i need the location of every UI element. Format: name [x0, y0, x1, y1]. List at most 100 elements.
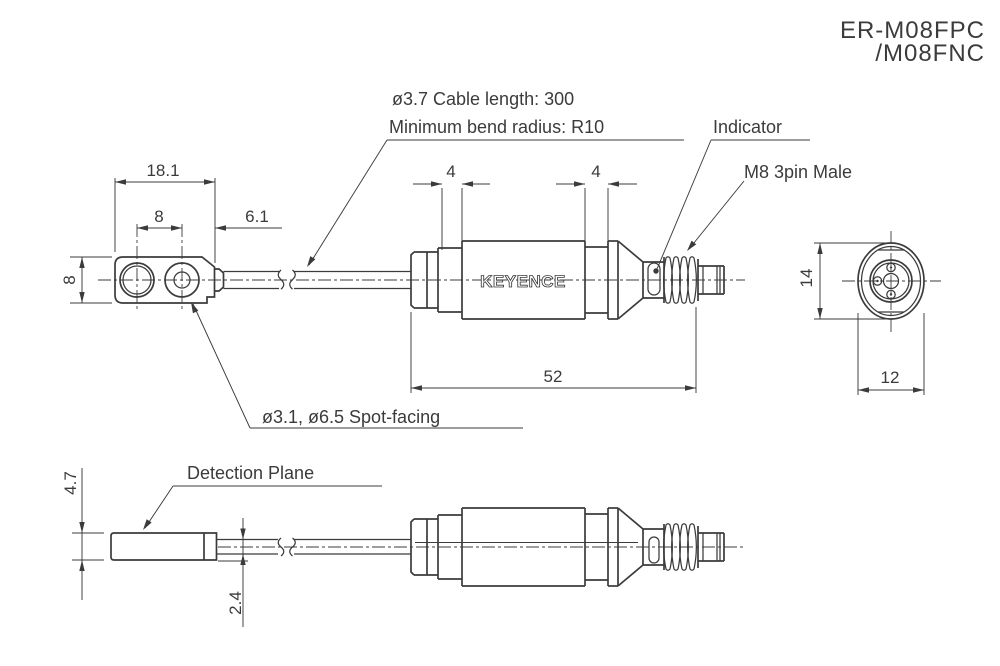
detection-plane-leader-arrow	[143, 519, 152, 530]
indicator-leader-line	[656, 139, 712, 270]
pin-left	[872, 276, 883, 286]
dim-arrow	[608, 181, 619, 187]
dim-cable-exit-thickness: 2.4	[226, 591, 245, 615]
detection-plane-leader-line	[144, 485, 174, 529]
dim-groove-rear: 4	[591, 162, 600, 181]
model-number-line1: ER-M08FPC	[840, 17, 985, 44]
connector-top	[642, 256, 725, 304]
dim-connector-height: 14	[797, 269, 816, 288]
dim-arrow	[858, 387, 869, 393]
spot-facing-leader-arrow	[191, 302, 199, 314]
dim-arrow	[411, 385, 422, 391]
taper-line	[617, 297, 644, 320]
indicator-label: Indicator	[713, 117, 782, 137]
dim-arrow	[215, 225, 226, 231]
dim-arrow	[79, 522, 85, 533]
connector-shroud-outer	[869, 259, 913, 303]
thread-ridge	[679, 523, 689, 571]
dim-arrow	[817, 243, 823, 254]
gland-end	[410, 251, 415, 309]
cable-side	[216, 537, 411, 557]
center-pin	[882, 272, 900, 290]
dim-hole-pitch: 8	[154, 207, 163, 226]
connector-leader-arrow	[687, 240, 697, 251]
side-view-dimensions: 4.7 2.4	[61, 468, 248, 627]
model-number-line2: /M08FNC	[875, 40, 985, 67]
cable-note-line1: ø3.7 Cable length: 300	[392, 89, 574, 109]
dim-body-length: 52	[544, 367, 563, 386]
dim-head-thickness: 4.7	[61, 471, 80, 495]
pin-bottom	[886, 289, 896, 300]
indicator-window	[647, 262, 661, 296]
thread-ridge	[687, 256, 697, 304]
connector-face-inner	[860, 245, 922, 317]
dim-arrow	[240, 528, 246, 540]
thread-ridge	[679, 256, 689, 304]
pin-dot	[876, 279, 879, 283]
connector-side	[642, 523, 725, 571]
detection-plane-label: Detection Plane	[187, 463, 314, 483]
indicator-slot-side	[648, 536, 660, 564]
connector-leader-line	[688, 180, 745, 250]
top-view-dimensions: 18.1 8 6.1 8 4	[60, 161, 697, 393]
cable-break-mark	[277, 269, 285, 290]
body-side	[410, 507, 644, 587]
dim-head-width: 18.1	[146, 161, 179, 180]
connector-face-outer	[857, 242, 925, 320]
thread-ridge	[671, 523, 681, 571]
thread-ridge	[663, 523, 673, 571]
taper-line	[617, 240, 644, 263]
dim-arrow	[240, 554, 246, 565]
gland-end	[410, 518, 415, 576]
dim-arrow	[115, 179, 126, 185]
dim-arrow	[171, 225, 182, 231]
dim-arrow	[79, 560, 85, 571]
cable-break-mark	[277, 537, 285, 557]
pin-top	[886, 262, 896, 273]
dim-arrow	[817, 308, 823, 319]
cable-leader-line	[308, 139, 388, 266]
thread-ridge	[663, 256, 673, 304]
cable-break-mark	[289, 269, 296, 290]
dim-head-to-cable: 6.1	[245, 207, 269, 226]
taper-line	[617, 507, 644, 530]
sensor-head-side-outline	[110, 532, 218, 561]
thread-ridge	[687, 523, 697, 571]
cable-leader-arrow	[307, 256, 316, 267]
annotations: ø3.7 Cable length: 300 Minimum bend radi…	[143, 89, 852, 530]
dim-arrow	[137, 225, 148, 231]
dim-arrow	[79, 257, 85, 268]
cable-note-line2: Minimum bend radius: R10	[389, 117, 604, 137]
sensor-head-side	[110, 532, 218, 561]
taper-line	[617, 564, 644, 587]
dim-head-height: 8	[60, 275, 79, 284]
dim-arrow	[79, 292, 85, 303]
brand-logo: KEYENCE	[480, 272, 566, 291]
spot-facing-leader-line	[192, 303, 251, 429]
pin-dot	[889, 266, 893, 269]
cable-break-mark	[289, 537, 296, 557]
dim-arrow	[685, 385, 696, 391]
dim-arrow	[204, 179, 215, 185]
cable-top	[223, 269, 411, 290]
sensor-head-top	[114, 224, 225, 312]
dim-arrow	[462, 181, 473, 187]
dim-arrow	[574, 181, 585, 187]
dim-arrow	[431, 181, 442, 187]
dim-connector-width: 12	[881, 368, 900, 387]
title-block: ER-M08FPC /M08FNC	[840, 17, 985, 67]
connector-label: M8 3pin Male	[744, 162, 852, 182]
body-top: KEYENCE	[410, 240, 644, 320]
end-view: 14 12	[797, 231, 941, 395]
pin-dot	[889, 293, 893, 296]
spot-facing-label: ø3.1, ø6.5 Spot-facing	[262, 407, 440, 427]
dim-groove-front: 4	[446, 162, 455, 181]
side-view: 4.7 2.4	[61, 468, 745, 627]
top-view: KEYENCE	[60, 161, 745, 393]
cable-boot	[214, 268, 225, 292]
indicator-leader-dot	[653, 268, 659, 274]
thread-ridge	[671, 256, 681, 304]
sensor-head-outline	[114, 256, 216, 304]
